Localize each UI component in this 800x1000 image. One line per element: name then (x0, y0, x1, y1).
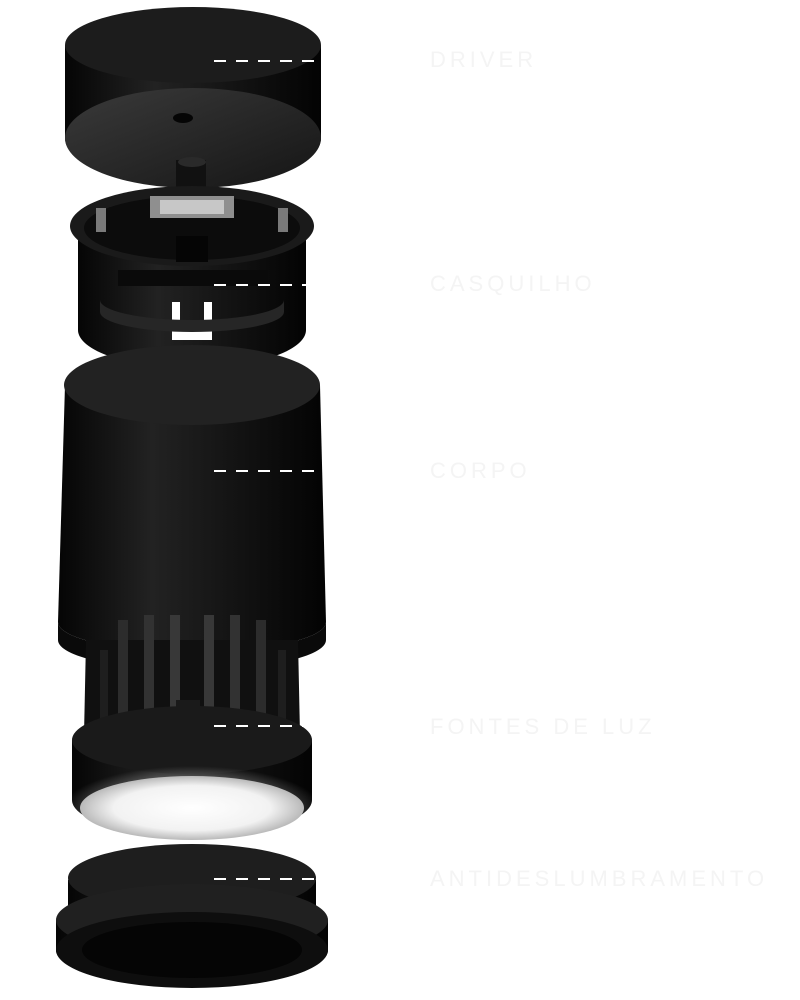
label-antideslumbramento: ANTIDESLUMBRAMENTO (430, 866, 769, 891)
antideslumbramento-component (56, 844, 328, 988)
label-fontes-de-luz: FONTES DE LUZ (430, 714, 656, 739)
fontes-de-luz-component (62, 615, 322, 854)
casquilho-component (70, 157, 314, 368)
corpo-component (58, 345, 326, 670)
label-driver: DRIVER (430, 47, 538, 72)
driver-component (65, 7, 321, 188)
label-corpo: CORPO (430, 458, 531, 483)
label-casquilho: CASQUILHO (430, 271, 596, 296)
